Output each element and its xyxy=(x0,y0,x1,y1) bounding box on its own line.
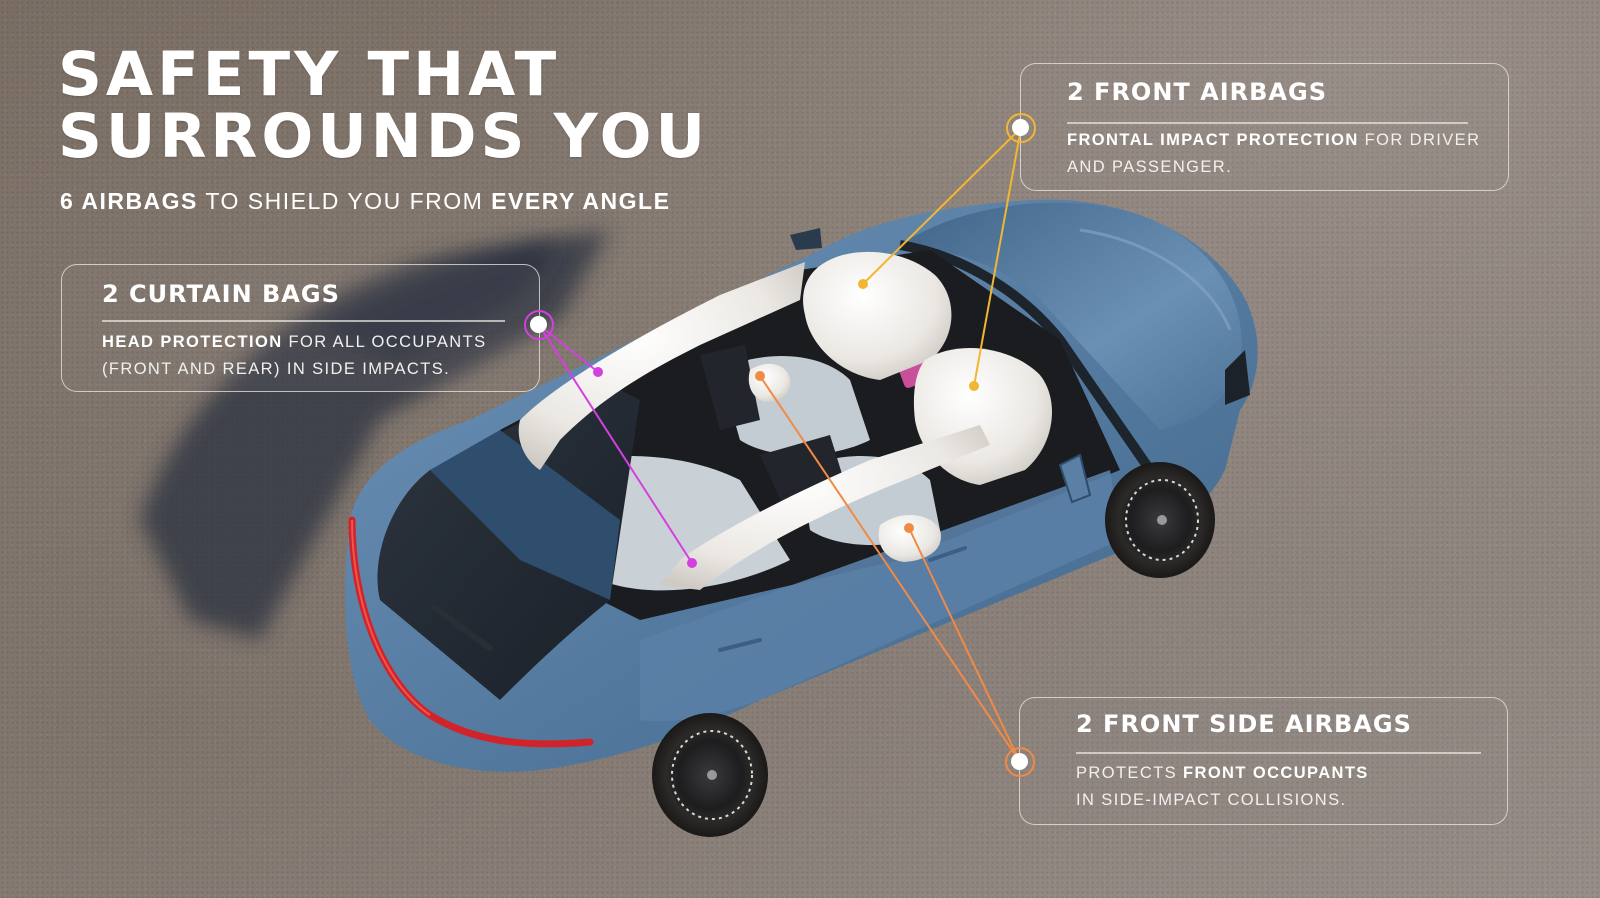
page-title: SAFETY THAT SURROUNDS YOU xyxy=(58,44,709,168)
marker-side-left xyxy=(755,371,765,381)
marker-side-right xyxy=(904,523,914,533)
callout-front-side-airbags: 2 FRONT SIDE AIRBAGS PROTECTS FRONT OCCU… xyxy=(1019,697,1508,825)
desc-pre: PROTECTS xyxy=(1076,764,1184,782)
callout-description: PROTECTS FRONT OCCUPANTS IN SIDE-IMPACT … xyxy=(1076,760,1369,814)
desc-rest: FOR ALL OCCUPANTS xyxy=(282,333,487,351)
callout-title: 2 FRONT AIRBAGS xyxy=(1067,78,1327,106)
car-hood xyxy=(900,202,1242,430)
desc-bold: FRONT OCCUPANTS xyxy=(1183,764,1369,782)
marker-front-passenger xyxy=(969,381,979,391)
title-line-2: SURROUNDS YOU xyxy=(58,101,710,172)
side-mirror xyxy=(1058,453,1092,504)
desc-line-2: IN SIDE-IMPACT COLLISIONS. xyxy=(1076,791,1347,809)
subtitle-bold-2: EVERY ANGLE xyxy=(491,188,671,214)
marker-curtain-rear xyxy=(687,558,697,568)
rear-roof-panel xyxy=(430,430,620,600)
desc-rest: FOR DRIVER xyxy=(1358,131,1481,149)
desc-bold: FRONTAL IMPACT PROTECTION xyxy=(1067,131,1359,149)
desc-line-2: (FRONT AND REAR) IN SIDE IMPACTS. xyxy=(102,360,451,378)
curtain-airbag-left xyxy=(518,262,805,470)
airbags xyxy=(518,251,1052,590)
title-line-1: SAFETY THAT xyxy=(58,39,561,110)
desc-line-2: AND PASSENGER. xyxy=(1067,158,1233,176)
wheel-front xyxy=(1105,462,1215,578)
desc-bold: HEAD PROTECTION xyxy=(102,333,283,351)
node-curtain-bags-icon xyxy=(524,310,554,340)
callout-front-airbags: 2 FRONT AIRBAGS FRONTAL IMPACT PROTECTIO… xyxy=(1020,63,1509,191)
callout-title: 2 CURTAIN BAGS xyxy=(102,280,340,308)
callout-description: FRONTAL IMPACT PROTECTION FOR DRIVER AND… xyxy=(1067,127,1480,181)
leader-lines xyxy=(538,127,1022,763)
side-airbag-front xyxy=(878,514,941,562)
callout-divider xyxy=(102,320,505,322)
callout-divider xyxy=(1076,752,1481,754)
callout-divider xyxy=(1067,122,1468,124)
callout-curtain-bags: 2 CURTAIN BAGS HEAD PROTECTION FOR ALL O… xyxy=(61,264,540,392)
curtain-airbag-right xyxy=(660,425,990,590)
node-front-airbags-icon xyxy=(1006,113,1036,143)
marker-front-driver xyxy=(858,279,868,289)
callout-title: 2 FRONT SIDE AIRBAGS xyxy=(1076,710,1412,738)
marker-curtain-front xyxy=(593,367,603,377)
car-shadow xyxy=(140,230,610,640)
subtitle-bold-1: 6 AIRBAGS xyxy=(60,188,198,214)
front-airbag-driver xyxy=(803,251,952,380)
wheel-rear xyxy=(652,713,768,837)
airbag-markers xyxy=(593,279,979,568)
node-front-side-airbags-icon xyxy=(1005,747,1035,777)
subtitle: 6 AIRBAGS TO SHIELD YOU FROM EVERY ANGLE xyxy=(60,188,670,215)
callout-description: HEAD PROTECTION FOR ALL OCCUPANTS (FRONT… xyxy=(102,329,487,383)
subtitle-regular: TO SHIELD YOU FROM xyxy=(197,188,492,214)
